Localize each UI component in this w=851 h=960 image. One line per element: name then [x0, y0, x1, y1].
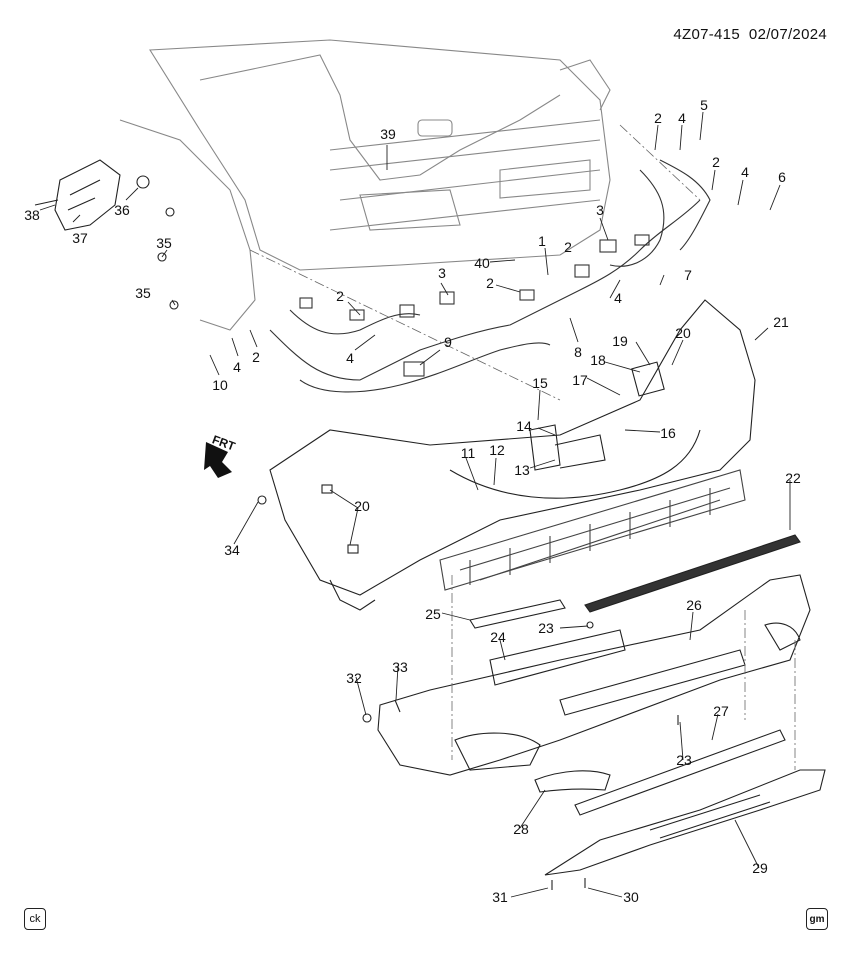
- callout-23-lower: 23: [676, 752, 692, 768]
- vehicle-body: [119, 39, 611, 331]
- callout-25: 25: [425, 606, 441, 622]
- diagram-header: 4Z07-415 02/07/2024: [673, 26, 827, 43]
- callout-30: 30: [623, 889, 639, 905]
- callout-38: 38: [24, 207, 40, 223]
- callout-22: 22: [785, 470, 801, 486]
- callout-2-center: 2: [486, 275, 494, 291]
- callout-12: 12: [489, 442, 505, 458]
- diagram-date: 02/07/2024: [748, 26, 827, 43]
- callout-33: 33: [392, 659, 408, 675]
- callout-29: 29: [752, 860, 768, 876]
- callout-8: 8: [574, 344, 582, 360]
- reflector-left: [469, 599, 566, 629]
- callout-23-upper: 23: [538, 620, 554, 636]
- callout-28: 28: [513, 821, 529, 837]
- control-module: [631, 361, 665, 397]
- wiring-harness: [269, 159, 711, 393]
- backup-lamp: [489, 629, 626, 686]
- callout-3-right: 3: [596, 202, 604, 218]
- callout-11: 11: [460, 445, 476, 461]
- callout-4-far-left: 4: [233, 359, 241, 375]
- gm-logo-badge: gm: [806, 908, 828, 930]
- upper-molding: [584, 534, 801, 613]
- callout-35-upper: 35: [156, 235, 172, 251]
- callout-2-right: 2: [712, 154, 720, 170]
- skid-plate: [544, 769, 826, 876]
- callout-2-far-left: 2: [252, 349, 260, 365]
- callout-34: 34: [224, 542, 240, 558]
- fasteners: [257, 484, 679, 890]
- callout-4-top: 4: [678, 110, 686, 126]
- callout-40: 40: [474, 255, 490, 271]
- callout-21: 21: [773, 314, 789, 330]
- callout-36: 36: [114, 202, 130, 218]
- bumper-fascia-upper: [269, 299, 756, 611]
- callout-9: 9: [444, 334, 452, 350]
- callout-20-upper: 20: [675, 325, 691, 341]
- callout-10: 10: [212, 377, 228, 393]
- callout-2-left: 2: [336, 288, 344, 304]
- license-bracket: [529, 424, 606, 471]
- exhaust-bezel: [534, 770, 611, 793]
- callout-19: 19: [612, 333, 628, 349]
- diagram-code: 4Z07-415: [673, 26, 740, 43]
- callout-16: 16: [660, 425, 676, 441]
- callout-3-center: 3: [438, 265, 446, 281]
- callout-5: 5: [700, 97, 708, 113]
- callout-4-left: 4: [346, 350, 354, 366]
- callout-7: 7: [684, 267, 692, 283]
- rear-lamp-bracket: [34, 159, 179, 310]
- callout-35-lower: 35: [135, 285, 151, 301]
- callout-26: 26: [686, 597, 702, 613]
- callout-1: 1: [538, 233, 546, 249]
- front-direction-arrow: [204, 442, 232, 478]
- callout-37: 37: [72, 230, 88, 246]
- callout-32: 32: [346, 670, 362, 686]
- lower-trim: [574, 729, 786, 816]
- callout-13: 13: [514, 462, 530, 478]
- callout-27: 27: [713, 703, 729, 719]
- ck-badge: ck: [24, 908, 46, 930]
- callout-2-mid: 2: [564, 239, 572, 255]
- callout-20-lower: 20: [354, 498, 370, 514]
- callout-39: 39: [380, 126, 396, 142]
- callout-15: 15: [532, 375, 548, 391]
- callout-4-right: 4: [741, 164, 749, 180]
- callout-18: 18: [590, 352, 606, 368]
- callout-2-top: 2: [654, 110, 662, 126]
- energy-absorber: [439, 469, 746, 591]
- callout-31: 31: [492, 889, 508, 905]
- callout-4-mid: 4: [614, 290, 622, 306]
- callout-6: 6: [778, 169, 786, 185]
- callout-14: 14: [516, 418, 532, 434]
- callout-17: 17: [572, 372, 588, 388]
- callout-24: 24: [490, 629, 506, 645]
- leader-lines: [39, 111, 791, 898]
